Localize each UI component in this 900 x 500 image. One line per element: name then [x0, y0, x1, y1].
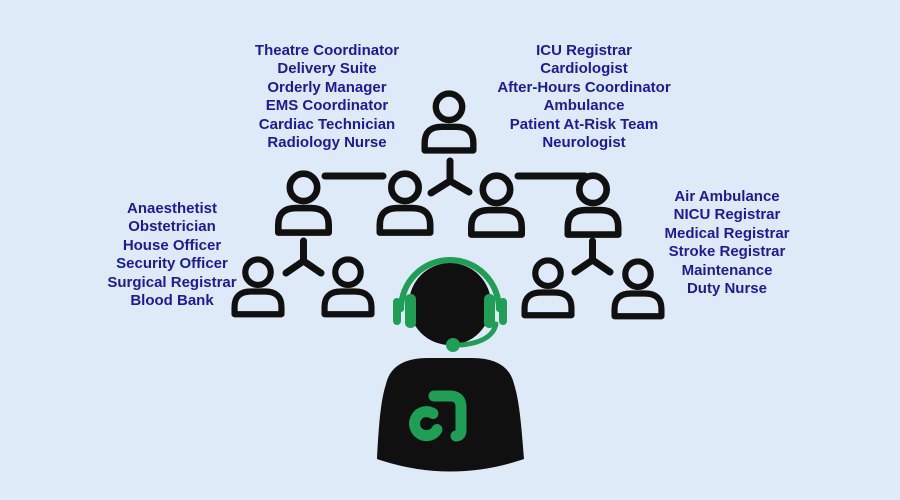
headset-band-icon	[398, 257, 502, 312]
person-icon-row1	[278, 174, 328, 233]
person-icon-row3	[471, 176, 521, 235]
role-label: EMS Coordinator	[265, 97, 389, 115]
earcup-right-inner-icon	[484, 294, 495, 328]
person-icon-right-pair-1	[525, 260, 572, 315]
mic-boom-icon	[458, 321, 499, 348]
role-label: Delivery Suite	[277, 60, 377, 78]
person-icon-row2	[380, 174, 430, 233]
connector-branch	[427, 157, 473, 197]
role-label: Surgical Registrar	[107, 273, 237, 291]
role-label: Ambulance	[543, 97, 625, 115]
role-label: Obstetrician	[128, 218, 216, 236]
role-label: Blood Bank	[130, 292, 214, 310]
mic-icon	[446, 338, 460, 352]
earcup-left-outer-icon	[393, 298, 401, 325]
person-icon-left-pair-2	[325, 259, 372, 314]
role-label: Stroke Registrar	[668, 243, 786, 261]
role-label: Neurologist	[542, 134, 626, 152]
role-label: Medical Registrar	[664, 224, 790, 242]
logo-letter-a	[409, 390, 467, 442]
earcup-right-outer-icon	[499, 298, 507, 325]
agent-head	[409, 263, 491, 345]
role-label: Security Officer	[116, 255, 228, 273]
person-icon-right-pair-2	[615, 261, 662, 316]
person-icon-top	[425, 94, 474, 151]
role-label: House Officer	[122, 236, 222, 254]
connector-lines	[282, 157, 614, 277]
role-label: Duty Nurse	[686, 280, 768, 298]
role-label: Maintenance	[681, 261, 773, 279]
role-label: After-Hours Coordinator	[497, 78, 671, 96]
connector-branch	[571, 237, 614, 276]
person-icon-left-pair-1	[235, 259, 282, 314]
role-label: Cardiologist	[540, 60, 628, 78]
role-label: Patient At-Risk Team	[509, 115, 659, 133]
role-label: Orderly Manager	[267, 78, 387, 96]
earcup-left-inner-icon	[405, 294, 416, 328]
role-list-top-left: Theatre Coordinator Delivery Suite Order…	[255, 42, 399, 152]
agent-body	[377, 358, 524, 472]
connector-branch	[282, 237, 325, 277]
role-label: Radiology Nurse	[267, 134, 387, 152]
role-label: Cardiac Technician	[258, 115, 396, 133]
role-list-mid-left: Anaesthetist Obstetrician House Officer …	[107, 200, 236, 310]
role-label: NICU Registrar	[673, 206, 781, 224]
role-list-mid-right: Air Ambulance NICU Registrar Medical Reg…	[664, 188, 789, 298]
role-label: Anaesthetist	[126, 200, 218, 217]
role-list-top-right: ICU Registrar Cardiologist After-Hours C…	[497, 42, 670, 152]
role-label: ICU Registrar	[536, 42, 632, 59]
role-label: Air Ambulance	[674, 188, 780, 205]
person-icon-row4	[568, 176, 618, 235]
support-agent-icon	[377, 257, 524, 472]
role-label: Theatre Coordinator	[254, 42, 400, 59]
